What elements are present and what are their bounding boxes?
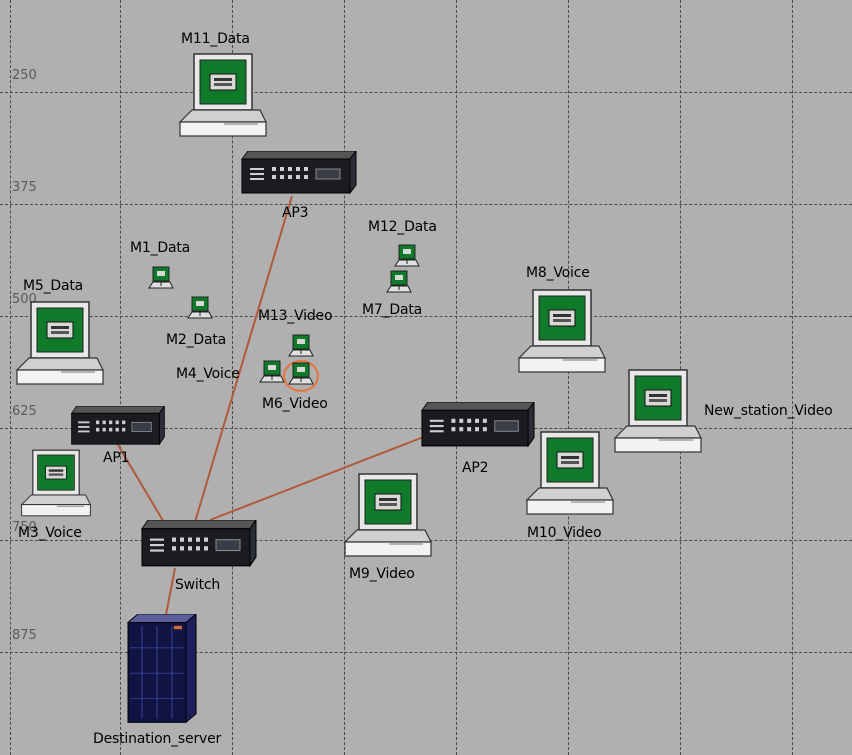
grid-line [456,0,457,755]
link-switch-ap2 [209,435,427,521]
node-label: M1_Data [130,240,191,256]
grid-line [10,0,11,755]
access-point-icon[interactable] [240,151,358,195]
y-axis-label: 750 [12,520,37,535]
mobile-node-icon[interactable] [386,270,412,296]
workstation-icon[interactable] [20,448,92,518]
node-label: M5_Data [23,278,84,294]
selection-highlight [283,360,319,392]
link-switch-server [164,567,176,621]
node-label: M11_Data [181,31,250,47]
access-point-icon[interactable] [70,406,166,446]
link-switch-ap1 [117,444,166,525]
grid-line [0,652,852,653]
grid-line [0,316,852,317]
workstation-icon[interactable] [613,368,703,454]
node-label: M8_Voice [526,265,590,281]
y-axis-label: 375 [12,180,37,195]
grid-line [344,0,345,755]
grid-line [0,204,852,205]
mobile-node-icon[interactable] [288,362,314,388]
node-label: M9_Video [349,566,415,582]
mobile-node-icon[interactable] [259,360,285,386]
node-label: M7_Data [362,302,423,318]
node-label: M10_Video [527,525,602,541]
node-label: M6_Video [262,396,328,412]
node-label: Destination_server [93,731,222,747]
workstation-icon[interactable] [15,300,105,386]
access-point-icon[interactable] [420,402,536,448]
link-switch-ap3 [194,195,293,523]
node-label: M2_Data [166,332,227,348]
mobile-node-icon[interactable] [288,334,314,360]
mobile-node-icon[interactable] [187,296,213,322]
grid-line [792,0,793,755]
switch-icon[interactable] [140,520,258,568]
workstation-icon[interactable] [343,472,433,558]
y-axis-label: 250 [12,68,37,83]
grid-line [232,0,233,755]
node-label: M3_Voice [18,525,82,541]
workstation-icon[interactable] [525,430,615,516]
node-label: M13_Video [258,308,333,324]
node-label: M4_Voice [176,366,240,382]
workstation-icon[interactable] [178,52,268,138]
node-label: AP2 [462,460,489,476]
node-label: M12_Data [368,219,437,235]
grid-line [568,0,569,755]
grid-line [0,92,852,93]
node-label: AP3 [282,205,309,221]
node-label: New_station_Video [704,403,833,419]
server-icon[interactable] [124,614,200,724]
node-label: Switch [175,577,221,593]
node-label: AP1 [103,450,130,466]
workstation-icon[interactable] [517,288,607,374]
mobile-node-icon[interactable] [394,244,420,270]
mobile-node-icon[interactable] [148,266,174,292]
y-axis-label: 875 [12,628,37,643]
y-axis-label: 625 [12,404,37,419]
grid-line [120,0,121,755]
